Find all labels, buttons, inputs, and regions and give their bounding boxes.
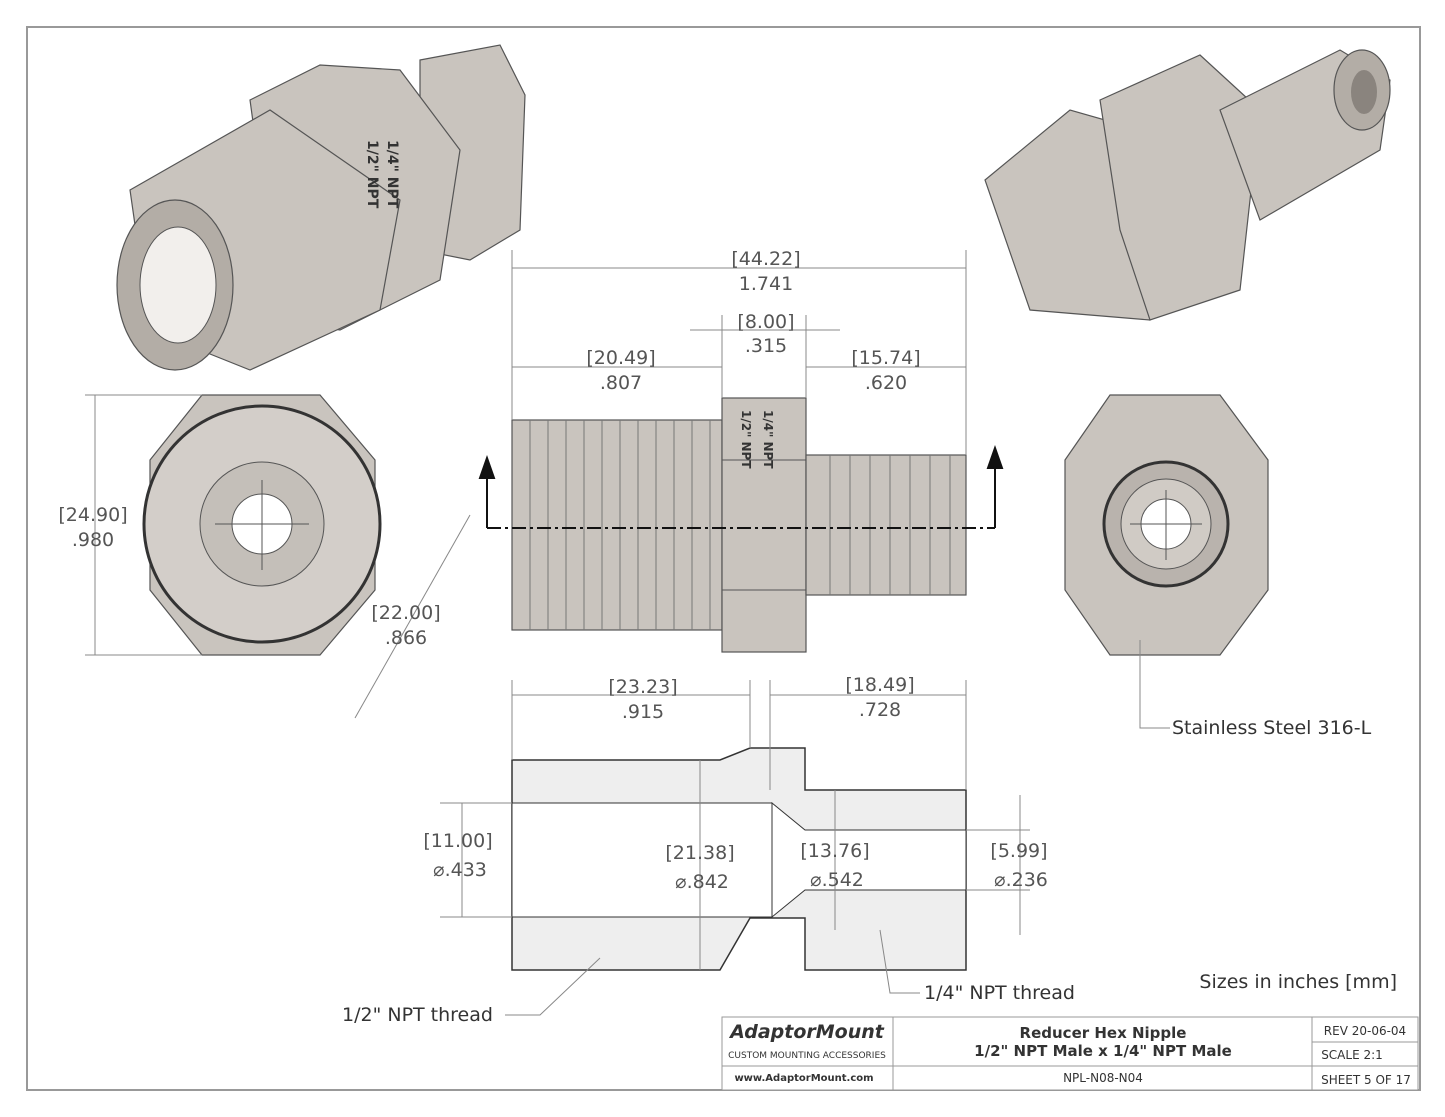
- dim-hex-mm: [8.00]: [737, 311, 794, 333]
- scale: SCALE 2:1: [1321, 1048, 1383, 1062]
- dim-hex-flats-in: .866: [385, 627, 427, 649]
- hex-mark-text: 1/2" NPT: [739, 410, 753, 469]
- dim-left-thread-mm: [20.49]: [586, 347, 655, 369]
- dim-od-large-in: ⌀.842: [675, 871, 729, 893]
- quarter-npt-callout: 1/4" NPT thread: [924, 982, 1075, 1004]
- dim-overall-mm: [44.22]: [731, 248, 800, 270]
- dim-bore-small-mm: [5.99]: [990, 840, 1047, 862]
- dim-left-thread-in: .807: [600, 372, 642, 394]
- drawing-title: Reducer Hex Nipple: [1020, 1024, 1187, 1042]
- part-number: NPL-N08-N04: [1063, 1071, 1143, 1085]
- dim-hex-corners-mm: [24.90]: [58, 504, 127, 526]
- end-view-left: [142, 394, 382, 656]
- dimension-lines: [85, 250, 1170, 1016]
- isometric-view-right: [984, 49, 1391, 321]
- isometric-view-left: 1/2" NPT 1/4" NPT: [116, 44, 526, 371]
- dimension-texts: [44.22] 1.741 [8.00] .315 [20.49] .807 […: [58, 248, 1047, 893]
- dim-bore-large-in: ⌀.433: [433, 859, 487, 881]
- dim-od-small-in: ⌀.542: [810, 869, 864, 891]
- section-view: [511, 747, 967, 971]
- half-npt-callout: 1/2" NPT thread: [342, 1004, 493, 1026]
- dim-right-thread-mm: [15.74]: [851, 347, 920, 369]
- dim-section-left-mm: [23.23]: [608, 676, 677, 698]
- dim-bore-small-in: ⌀.236: [994, 869, 1048, 891]
- hex-mark-text: 1/4" NPT: [384, 140, 400, 209]
- company-logo: AdaptorMount: [728, 1021, 885, 1043]
- revision: REV 20-06-04: [1324, 1024, 1406, 1038]
- units-note: Sizes in inches [mm]: [1199, 971, 1397, 993]
- dim-bore-large-mm: [11.00]: [423, 830, 492, 852]
- side-view: 1/2" NPT 1/4" NPT: [478, 397, 1004, 653]
- dim-right-thread-in: .620: [865, 372, 907, 394]
- dim-overall-in: 1.741: [739, 273, 793, 295]
- title-block: AdaptorMount CUSTOM MOUNTING ACCESSORIES…: [721, 1016, 1419, 1091]
- sheet-number: SHEET 5 OF 17: [1321, 1073, 1411, 1087]
- dim-od-small-mm: [13.76]: [800, 840, 869, 862]
- hex-mark-text: 1/2" NPT: [364, 140, 380, 209]
- dim-hex-in: .315: [745, 335, 787, 357]
- company-tagline: CUSTOM MOUNTING ACCESSORIES: [728, 1051, 886, 1061]
- company-website: www.AdaptorMount.com: [734, 1073, 873, 1084]
- hex-mark-text: 1/4" NPT: [761, 410, 775, 469]
- dim-section-right-in: .728: [859, 699, 901, 721]
- material-callout: Stainless Steel 316-L: [1172, 717, 1372, 739]
- dim-section-right-mm: [18.49]: [845, 674, 914, 696]
- end-view-right: [1064, 394, 1269, 656]
- dim-hex-corners-in: .980: [72, 529, 114, 551]
- dim-od-large-mm: [21.38]: [665, 842, 734, 864]
- drawing-subtitle: 1/2" NPT Male x 1/4" NPT Male: [974, 1042, 1232, 1060]
- dim-hex-flats-mm: [22.00]: [371, 602, 440, 624]
- dim-section-left-in: .915: [622, 701, 664, 723]
